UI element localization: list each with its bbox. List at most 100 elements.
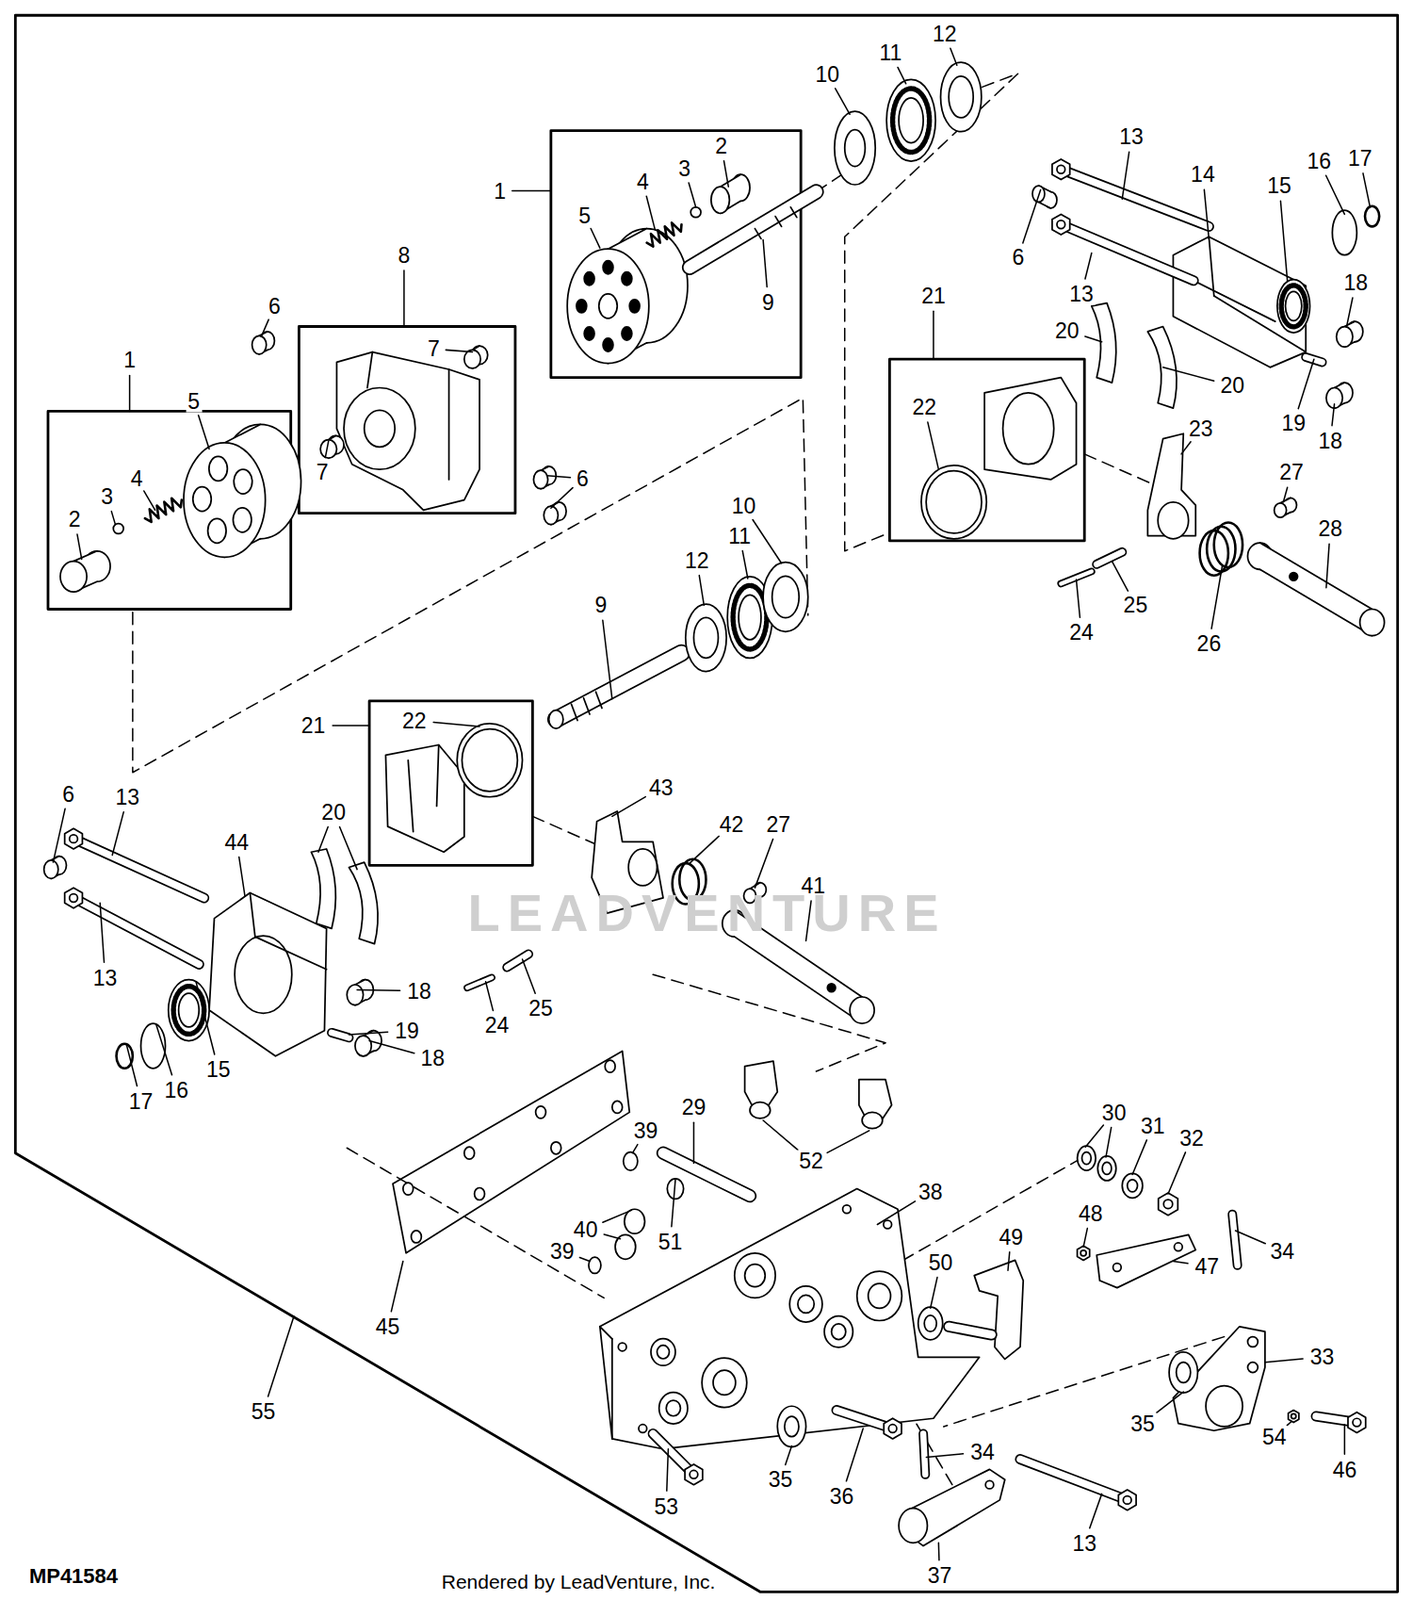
callout-number: 38 xyxy=(916,1180,945,1202)
leader-line xyxy=(1156,1391,1185,1413)
part-outline xyxy=(923,1432,926,1474)
callout-number: 18 xyxy=(418,1047,447,1070)
leader-line xyxy=(666,1448,669,1491)
part-outline xyxy=(638,1424,648,1433)
part-outline xyxy=(713,1369,736,1395)
leader-line xyxy=(195,981,215,1055)
part-outline xyxy=(790,207,796,218)
hex-nut xyxy=(883,1417,902,1439)
callout-number: 49 xyxy=(996,1225,1025,1248)
callout-number: 20 xyxy=(1053,319,1082,342)
leader-line xyxy=(603,1234,620,1239)
group-box xyxy=(298,326,516,514)
part-outline xyxy=(555,652,682,719)
leader-line xyxy=(1280,200,1287,282)
leader-line xyxy=(77,534,82,559)
part-outline xyxy=(193,487,212,512)
part-outline xyxy=(367,352,373,389)
callout-number: 23 xyxy=(1186,417,1216,439)
hex-nut xyxy=(64,828,83,849)
part-outline xyxy=(1096,552,1122,565)
callout-number: 17 xyxy=(1346,146,1375,169)
callout-number: 3 xyxy=(98,486,115,508)
leader-line xyxy=(1163,367,1215,381)
hex-nut xyxy=(1052,159,1071,180)
leader-line xyxy=(602,1209,633,1222)
part-outline xyxy=(596,691,602,708)
callout-number: 18 xyxy=(405,979,434,1002)
callout-number: 4 xyxy=(634,170,651,193)
callout-number: 32 xyxy=(1177,1126,1206,1149)
callout-number: 37 xyxy=(925,1564,955,1587)
callout-number: 4 xyxy=(129,467,146,489)
part-outline xyxy=(1096,1234,1196,1287)
part-outline xyxy=(448,369,451,480)
part-outline xyxy=(1147,326,1177,409)
callout-number: 14 xyxy=(1188,163,1218,186)
callout-number: 6 xyxy=(266,294,283,317)
part-outline xyxy=(1205,1385,1243,1427)
hex-nut xyxy=(1158,1192,1179,1216)
part-outline xyxy=(464,349,481,368)
part-outline xyxy=(403,1182,414,1195)
leader-line xyxy=(318,827,328,853)
part-outline xyxy=(797,1294,814,1313)
part-outline xyxy=(1364,206,1380,228)
part-outline xyxy=(749,1102,771,1119)
callout-number: 35 xyxy=(766,1468,796,1491)
leader-line xyxy=(590,228,601,249)
leader-line xyxy=(930,1277,938,1309)
part-outline xyxy=(898,1508,927,1543)
leader-line xyxy=(698,575,704,606)
part-outline xyxy=(621,326,633,341)
leader-line xyxy=(1298,358,1315,408)
part-outline xyxy=(685,603,727,671)
dashed-assembly-line xyxy=(346,1147,604,1298)
hex-nut xyxy=(1118,1489,1137,1511)
part-outline xyxy=(1082,1152,1092,1165)
leader-line xyxy=(1211,566,1222,629)
leader-line xyxy=(938,1542,941,1560)
leader-line xyxy=(1132,1139,1147,1175)
leader-line xyxy=(111,511,115,525)
part-outline xyxy=(857,1270,903,1320)
callout-number: 29 xyxy=(680,1096,709,1119)
part-outline xyxy=(588,1256,601,1273)
callout-number: 45 xyxy=(373,1315,403,1337)
part-outline xyxy=(346,984,363,1006)
part-outline xyxy=(734,1252,776,1299)
callout-number: 13 xyxy=(91,966,120,989)
callout-number: 13 xyxy=(1070,1531,1099,1554)
leader-line xyxy=(602,619,613,699)
leader-line xyxy=(403,270,406,327)
part-outline xyxy=(584,326,595,341)
leader-line xyxy=(129,375,131,412)
callout-number: 40 xyxy=(571,1218,601,1241)
part-outline xyxy=(407,760,413,832)
leader-line xyxy=(1331,404,1335,426)
part-outline xyxy=(1259,542,1372,609)
callout-number: 24 xyxy=(483,1014,512,1037)
callout-number: 35 xyxy=(1128,1412,1157,1434)
part-outline xyxy=(621,272,633,286)
leader-line xyxy=(486,981,494,1011)
part-outline xyxy=(611,1338,614,1439)
part-outline xyxy=(535,1105,547,1119)
part-outline xyxy=(584,272,595,286)
leader-line xyxy=(632,1144,637,1154)
part-outline xyxy=(233,469,252,494)
part-outline xyxy=(883,1219,893,1229)
callout-number: 12 xyxy=(682,549,712,571)
callout-number: 46 xyxy=(1331,1458,1360,1480)
callout-number: 22 xyxy=(400,709,429,731)
callout-number: 20 xyxy=(1218,374,1248,397)
leader-line xyxy=(877,1201,915,1225)
part-outline xyxy=(689,192,816,268)
hex-nut xyxy=(1348,1412,1366,1433)
leader-line xyxy=(1007,1251,1010,1271)
callout-number: 43 xyxy=(647,777,676,799)
group-box xyxy=(889,358,1085,541)
part-outline xyxy=(974,1259,1024,1359)
